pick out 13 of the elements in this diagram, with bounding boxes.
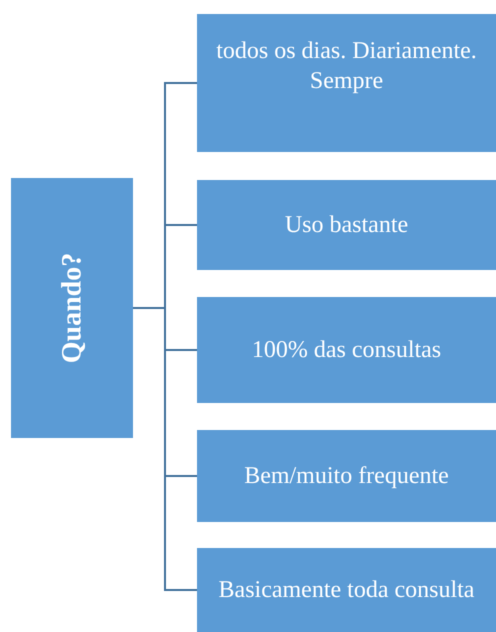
connector-line xyxy=(133,307,197,591)
answer-box xyxy=(197,297,496,403)
answer-text: Bem/muito frequente xyxy=(244,462,449,491)
answer-text: Uso bastante xyxy=(284,211,408,240)
answer-box xyxy=(197,180,496,270)
answer-text: todos os dias. Diariamente. Sempre xyxy=(215,37,478,96)
category-label: Quando? xyxy=(57,252,87,364)
answer-text: Basicamente toda consulta xyxy=(218,576,474,605)
category-box xyxy=(11,178,133,438)
answer-box xyxy=(197,548,496,632)
answer-box xyxy=(197,430,496,522)
answer-box xyxy=(197,14,496,152)
answer-text: 100% das consultas xyxy=(252,336,442,365)
